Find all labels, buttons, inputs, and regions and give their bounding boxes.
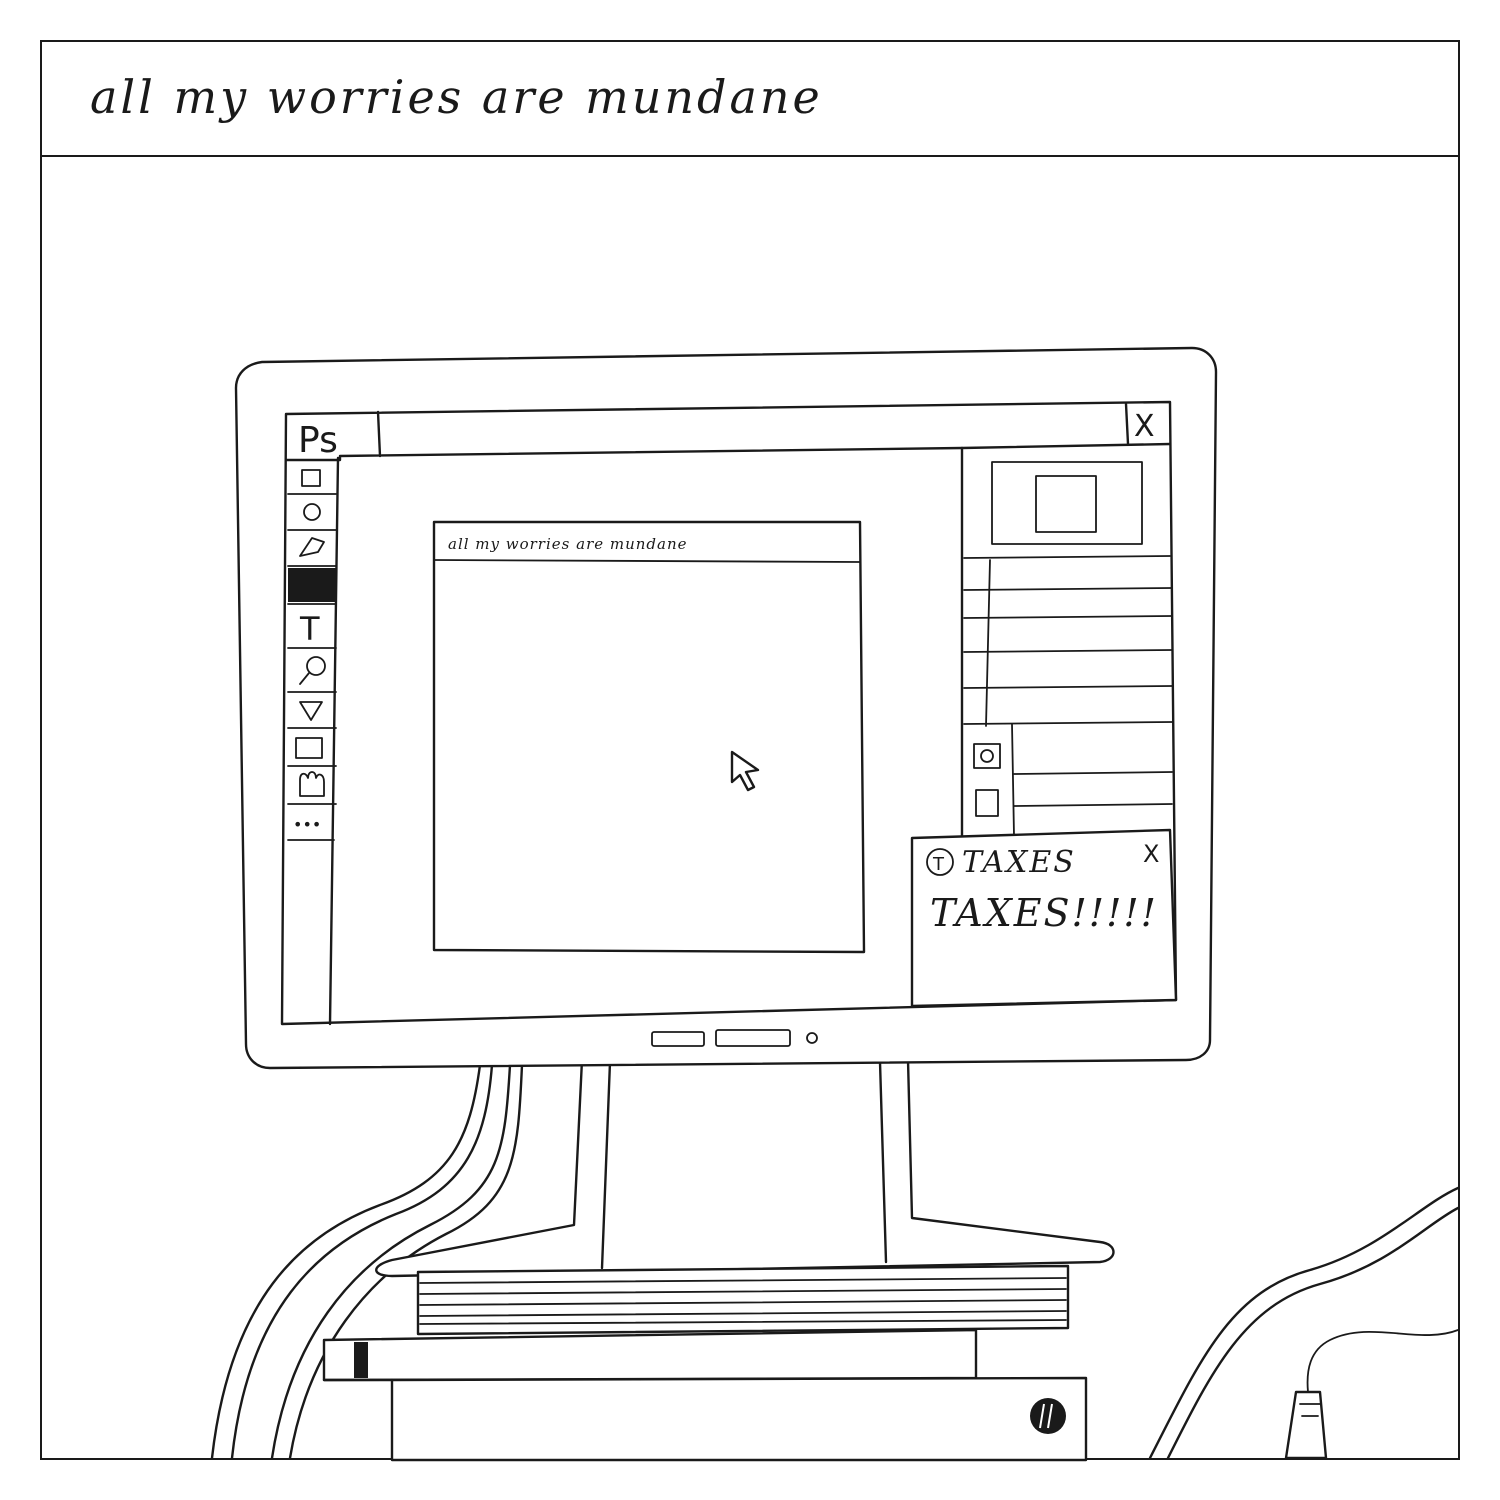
camera-icon[interactable]	[973, 743, 1001, 769]
color-swatch-icon[interactable]	[288, 568, 336, 602]
ellipse-select-icon[interactable]	[303, 503, 321, 521]
layers-panel[interactable]	[963, 559, 1173, 837]
monitor-button[interactable]	[715, 1029, 791, 1047]
photoshop-badge[interactable]: Ps	[298, 420, 338, 461]
notification-app-icon-glyph: T	[932, 854, 945, 875]
fill-tool-icon[interactable]	[299, 701, 323, 721]
notification-close-button[interactable]: X	[1143, 840, 1159, 868]
new-layer-icon[interactable]	[975, 789, 999, 817]
cable-plug	[1284, 1390, 1328, 1460]
canvas-document-title: all my worries are mundane	[448, 535, 688, 553]
right-cables	[1148, 1186, 1460, 1460]
hand-tool-icon[interactable]	[299, 771, 325, 797]
panel-title: all my worries are mundane	[90, 70, 823, 124]
window-close-button[interactable]: X	[1134, 409, 1155, 444]
power-button[interactable]	[806, 1032, 818, 1044]
photoshop-window: Ps X T ••• all my worries are mundan	[280, 400, 1178, 1026]
navigator-view-box[interactable]	[1035, 475, 1097, 533]
paper-stack	[322, 1264, 1088, 1462]
more-tools-icon[interactable]: •••	[293, 815, 321, 834]
navigator-panel[interactable]	[991, 461, 1143, 545]
notification-app-icon	[926, 848, 954, 876]
monitor-button[interactable]	[651, 1031, 705, 1047]
text-tool-icon[interactable]: T	[299, 610, 320, 648]
panel-header: all my worries are mundane	[42, 42, 1458, 157]
notification-popup[interactable]: T TAXES TAXES!!!!! X	[910, 828, 1178, 1008]
eraser-icon[interactable]	[299, 537, 325, 557]
frame-tool-icon[interactable]	[295, 737, 323, 759]
zoom-tool-icon[interactable]	[299, 656, 326, 685]
rectangle-select-icon[interactable]	[301, 469, 321, 487]
left-cables	[210, 1063, 524, 1460]
notification-message: TAXES!!!!!	[930, 891, 1158, 935]
monitor-stand	[375, 1058, 1115, 1278]
mouse-cursor-icon	[730, 750, 760, 792]
notification-title: TAXES	[962, 845, 1076, 880]
canvas-document[interactable]: all my worries are mundane	[432, 520, 866, 954]
